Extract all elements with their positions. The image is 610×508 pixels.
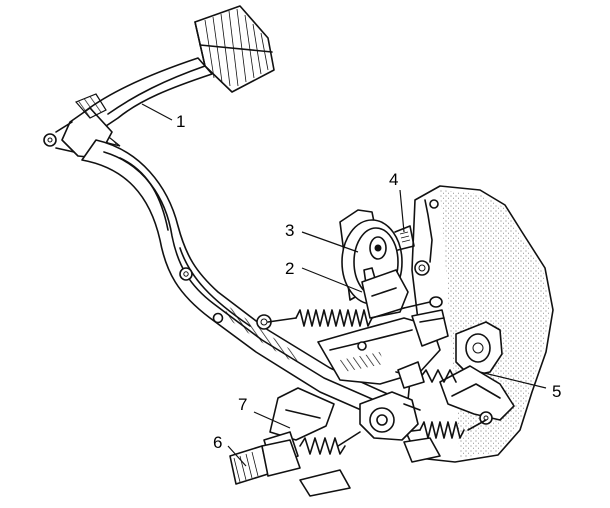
leader-6: [227, 445, 247, 467]
pedal-pad: [194, 5, 275, 93]
main-lever: [81, 139, 393, 421]
leader-1: [141, 103, 173, 121]
callout-7: 7: [238, 395, 247, 414]
leader-4: [399, 189, 405, 233]
callout-4: 4: [389, 170, 398, 189]
callout-labels: 1 2 3 4 5 6 7: [176, 112, 561, 452]
return-spring-upper: [267, 296, 443, 327]
return-spring-lower: [403, 419, 487, 463]
callout-leaders: [141, 103, 547, 467]
callout-2: 2: [285, 259, 294, 278]
leader-7: [253, 411, 291, 429]
leader-3: [301, 231, 359, 253]
pawl: [361, 269, 409, 319]
callout-6: 6: [213, 433, 222, 452]
callout-1: 1: [176, 112, 185, 131]
pushrod-clevis: [359, 391, 421, 441]
pushrod-threaded: [229, 431, 361, 497]
leader-5: [479, 371, 547, 389]
callout-3: 3: [285, 221, 294, 240]
callout-5: 5: [552, 382, 561, 401]
adjuster-link: [395, 321, 515, 425]
leader-2: [301, 267, 363, 293]
